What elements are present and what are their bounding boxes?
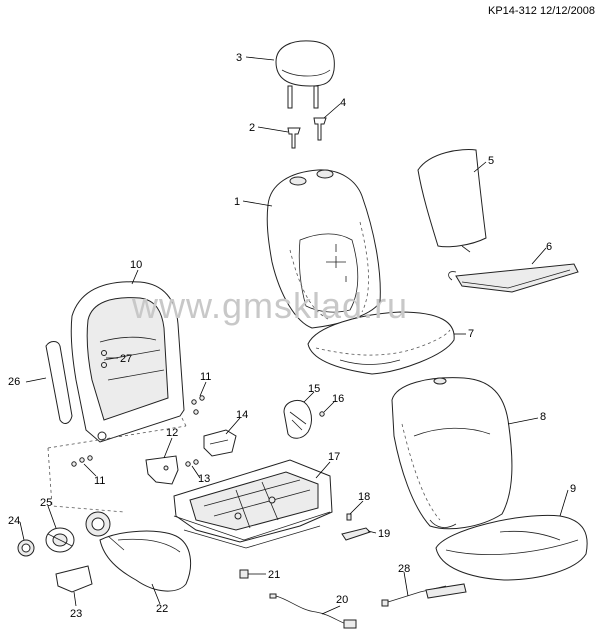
headrest-guide-left xyxy=(287,127,301,149)
callout-4: 4 xyxy=(340,97,346,109)
callout-2: 2 xyxy=(249,122,255,134)
seatback-panel xyxy=(417,149,487,253)
callout-22: 22 xyxy=(156,603,168,615)
seat-frame xyxy=(173,459,333,549)
callout-16: 16 xyxy=(332,393,344,405)
lower-trim xyxy=(55,565,93,593)
callout-19: 19 xyxy=(378,528,390,540)
headrest-guide-right xyxy=(313,117,327,141)
heater-pad-back xyxy=(448,263,579,293)
callout-11-lower: 11 xyxy=(94,475,105,487)
callout-23: 23 xyxy=(70,608,82,620)
callout-7: 7 xyxy=(468,328,474,340)
callout-6: 6 xyxy=(546,241,552,253)
callout-14: 14 xyxy=(236,409,248,421)
callout-18: 18 xyxy=(358,491,370,503)
push-pin-fastener xyxy=(239,569,249,579)
wiring-harness-seat xyxy=(269,593,357,629)
callout-17: 17 xyxy=(328,451,340,463)
seatback-cover xyxy=(266,169,381,329)
recliner-knob xyxy=(17,539,35,557)
callout-11-upper: 11 xyxy=(200,371,211,383)
bracket-bolts xyxy=(185,459,199,467)
bolts-upper xyxy=(191,395,205,415)
reference-id: KP14-312 12/12/2008 xyxy=(488,5,595,17)
callout-15: 15 xyxy=(308,383,320,395)
recliner-bracket xyxy=(145,455,179,485)
callout-27: 27 xyxy=(120,353,132,365)
seatback-frame xyxy=(70,281,185,443)
callout-3: 3 xyxy=(236,52,242,64)
callout-10: 10 xyxy=(130,259,142,271)
callout-25: 25 xyxy=(40,497,52,509)
callout-20: 20 xyxy=(336,594,348,606)
seat-cushion-pad xyxy=(435,514,588,581)
callout-labels: 3 2 4 1 5 6 7 8 9 10 11 11 12 13 14 15 1… xyxy=(8,52,576,620)
watermark: www.gmsklad.ru xyxy=(131,285,408,326)
leader-lines xyxy=(19,56,569,615)
callout-12: 12 xyxy=(166,427,178,439)
seatback-pad xyxy=(307,311,455,375)
adjuster-switch xyxy=(341,527,371,541)
seat-bracket xyxy=(203,429,237,457)
seat-side-shield xyxy=(85,511,192,592)
side-bolster xyxy=(45,341,73,424)
callout-24: 24 xyxy=(8,515,20,527)
frame-bolts xyxy=(101,350,107,368)
wiring-harness-heater xyxy=(381,583,467,607)
callout-26: 26 xyxy=(8,376,20,388)
seat-belt-buckle xyxy=(283,399,325,439)
headrest xyxy=(275,40,335,109)
callout-13: 13 xyxy=(198,473,210,485)
callout-21: 21 xyxy=(268,569,280,581)
callout-8: 8 xyxy=(540,411,546,423)
bolts-lower xyxy=(71,455,93,467)
callout-5: 5 xyxy=(488,155,494,167)
assembly-lines xyxy=(47,417,187,513)
callout-1: 1 xyxy=(234,196,240,208)
recliner-handle xyxy=(45,527,75,553)
retainer-clip xyxy=(346,513,352,521)
callout-9: 9 xyxy=(570,483,576,495)
callout-28: 28 xyxy=(398,563,410,575)
seat-cushion-cover xyxy=(391,377,513,530)
